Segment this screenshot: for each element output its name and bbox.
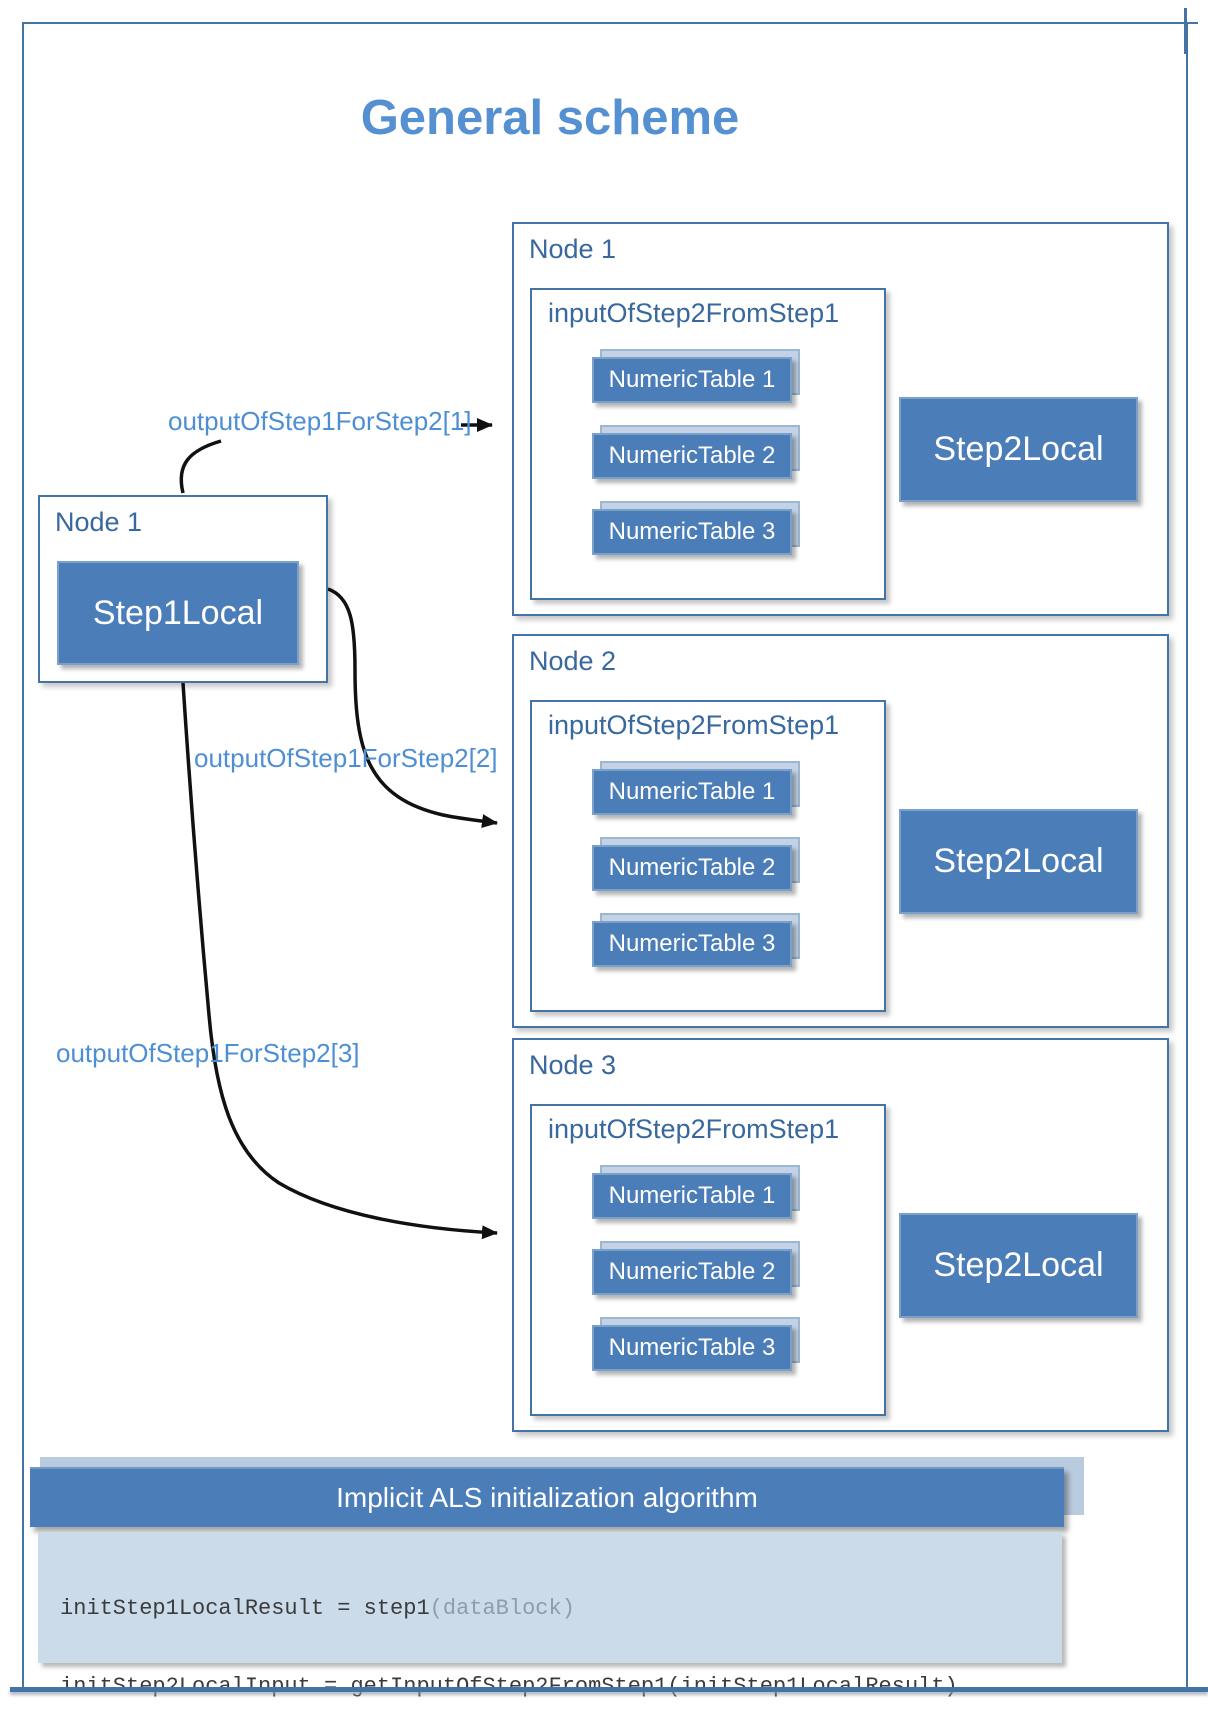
bottom-border-bar	[10, 1687, 1208, 1692]
node-2-box: Node 2 inputOfStep2FromStep1 NumericTabl…	[512, 634, 1169, 1028]
node-1-box: Node 1 inputOfStep2FromStep1 NumericTabl…	[512, 222, 1169, 616]
numeric-table-box: NumericTable 3	[592, 1325, 792, 1371]
edge-label-2: outputOfStep1ForStep2[2]	[194, 743, 498, 773]
node-2-input-group-label: inputOfStep2FromStep1	[548, 710, 840, 740]
node-3-input-group-label: inputOfStep2FromStep1	[548, 1114, 840, 1144]
node-1-label: Node 1	[529, 234, 617, 264]
node-2-input-group: inputOfStep2FromStep1 NumericTable 1 Num…	[530, 700, 886, 1012]
frame-corner-tick-vertical	[1184, 8, 1187, 54]
step2local-box: Step2Local	[899, 809, 1138, 914]
code-line: initStep1LocalResult = step1(dataBlock)	[60, 1596, 575, 1621]
source-node-box: Node 1 Step1Local	[38, 495, 328, 683]
edge-label-1: outputOfStep1ForStep2[1]	[168, 406, 472, 436]
node-1-input-group-label: inputOfStep2FromStep1	[548, 298, 840, 328]
numeric-table: NumericTable 1	[592, 1165, 802, 1221]
numeric-table-box: NumericTable 2	[592, 433, 792, 479]
edge-label-3: outputOfStep1ForStep2[3]	[56, 1038, 360, 1068]
numeric-table-box: NumericTable 3	[592, 921, 792, 967]
numeric-table-box: NumericTable 3	[592, 509, 792, 555]
page-title: General scheme	[360, 91, 740, 145]
numeric-table-box: NumericTable 1	[592, 769, 792, 815]
node-3-label: Node 3	[529, 1050, 617, 1080]
source-node-label: Node 1	[55, 507, 143, 537]
outer-frame	[22, 22, 1188, 1687]
frame-corner-tick-horizontal	[1186, 22, 1198, 24]
step2local-box: Step2Local	[899, 1213, 1138, 1318]
algorithm-header: Implicit ALS initialization algorithm	[30, 1467, 1064, 1527]
step1local-box: Step1Local	[57, 561, 299, 665]
node-3-input-group: inputOfStep2FromStep1 NumericTable 1 Num…	[530, 1104, 886, 1416]
node-1-input-group: inputOfStep2FromStep1 NumericTable 1 Num…	[530, 288, 886, 600]
node-2-label: Node 2	[529, 646, 617, 676]
numeric-table: NumericTable 2	[592, 1241, 802, 1297]
numeric-table: NumericTable 3	[592, 1317, 802, 1373]
numeric-table: NumericTable 1	[592, 349, 802, 405]
numeric-table-box: NumericTable 2	[592, 1249, 792, 1295]
numeric-table-box: NumericTable 1	[592, 357, 792, 403]
numeric-table: NumericTable 1	[592, 761, 802, 817]
numeric-table-box: NumericTable 1	[592, 1173, 792, 1219]
numeric-table: NumericTable 2	[592, 425, 802, 481]
numeric-table: NumericTable 2	[592, 837, 802, 893]
numeric-table: NumericTable 3	[592, 913, 802, 969]
step2local-box: Step2Local	[899, 397, 1138, 502]
numeric-table: NumericTable 3	[592, 501, 802, 557]
numeric-table-box: NumericTable 2	[592, 845, 792, 891]
node-3-box: Node 3 inputOfStep2FromStep1 NumericTabl…	[512, 1038, 1169, 1432]
algorithm-code-block: initStep1LocalResult = step1(dataBlock) …	[38, 1532, 1062, 1699]
code-line: initStep2LocalInput = getInputOfStep2Fro…	[60, 1674, 1062, 1700]
